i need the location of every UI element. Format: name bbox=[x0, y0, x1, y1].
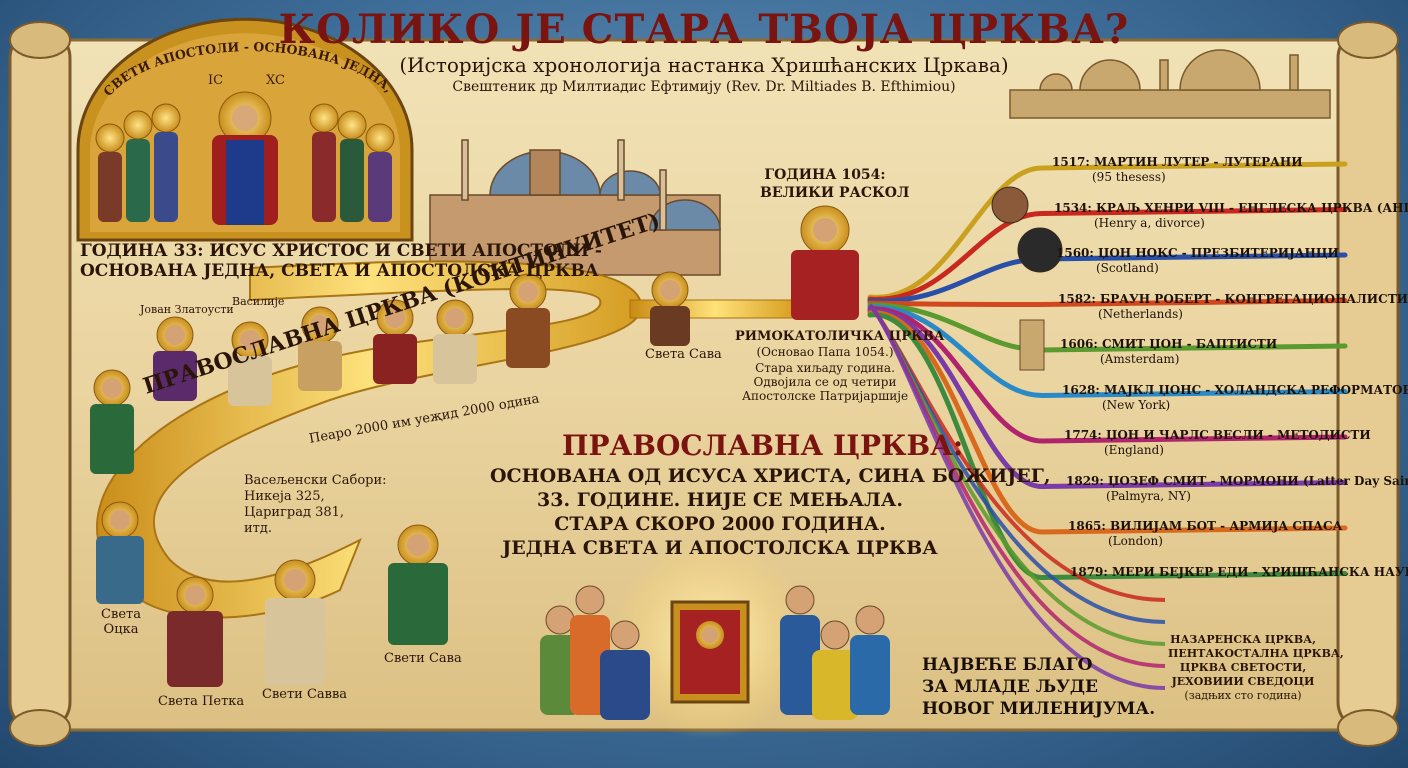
councils-line2: Никеја 325, bbox=[244, 489, 325, 504]
apostles-icon-panel bbox=[76, 17, 414, 242]
councils-line1: Васељенски Сабори: bbox=[244, 473, 387, 488]
orthodox-statement-line1: ОСНОВАНА ОД ИСУСА ХРИСТА, СИНА БОЖИЈЕГ, bbox=[490, 465, 1051, 487]
roman-catholic-line5: Апостолске Патријаршије bbox=[741, 389, 909, 403]
recent-line1: НАЗАРЕНСКА ЦРКВА, bbox=[1170, 633, 1316, 646]
saint-label-sveti-sava: Свети Сава bbox=[384, 651, 462, 666]
branch-line bbox=[867, 308, 1348, 490]
branch-line bbox=[867, 306, 1348, 444]
branch-label-sub: (Henry a, divorce) bbox=[1094, 215, 1205, 230]
saint-label-sveta-sava-top: Света Сава bbox=[645, 347, 722, 362]
year-33-caption-line2: ОСНОВАНА ЈЕДНА, СВЕТА И АПОСТОЛСКА ЦРКВА bbox=[80, 261, 599, 281]
city-skyline bbox=[1009, 49, 1331, 119]
branch-label-sub: (Scotland) bbox=[1096, 261, 1159, 275]
councils-line4: итд. bbox=[244, 521, 272, 536]
year-33-caption-line1: ГОДИНА 33: ИСУС ХРИСТОС И СВЕТИ АПОСТОЛИ… bbox=[80, 241, 602, 261]
icon-letters-ic: IC bbox=[208, 73, 224, 88]
branch-label-main: 1582: БРАУН РОБЕРТ - КОНГРЕГАЦИОНАЛИСТИ bbox=[1058, 291, 1408, 306]
branch-line bbox=[867, 298, 1348, 308]
orthodox-statement-line2: 33. ГОДИНЕ. НИЈЕ СЕ МЕЊАЛА. bbox=[537, 489, 903, 511]
roman-catholic-line4: Одвојила се од четири bbox=[753, 375, 897, 389]
branch-label-main: 1879: МЕРИ БЕЈКЕР ЕДИ - ХРИШЋАНСКА НАУКА bbox=[1070, 564, 1408, 579]
branch-label-main: 1865: ВИЛИЈАМ БОТ - АРМИЈА СПАСА bbox=[1068, 519, 1343, 533]
branch-label-main: 1534: КРАЉ ХЕНРИ VIII - ЕНГЛЕСКА ЦРКВА (… bbox=[1054, 200, 1408, 215]
orthodox-statement-line3: СТАРА СКОРО 2000 ГОДИНА. bbox=[554, 513, 886, 535]
schism-year: ГОДИНА 1054: bbox=[764, 167, 886, 183]
branch-label-main: 1774: ЏОН И ЧАРЛС ВЕСЛИ - МЕТОДИСТИ bbox=[1064, 428, 1371, 442]
orthodox-statement-line4: ЈЕДНА СВЕТА И АПОСТОЛСКА ЦРКВА bbox=[502, 537, 938, 559]
saint-label-sveta-petka: Света Петка bbox=[158, 694, 245, 709]
treasure-line2: ЗА МЛАДЕ ЉУДЕ bbox=[922, 677, 1099, 697]
branch-label-sub: (England) bbox=[1104, 443, 1164, 457]
recent-line3: ЦРКВА СВЕТОСТИ, bbox=[1179, 661, 1307, 674]
branch-label-sub: (95 thesess) bbox=[1092, 170, 1166, 184]
branch-label-sub: (Palmyra, NY) bbox=[1106, 488, 1191, 503]
page-title: КОЛИКО ЈЕ СТАРА ТВОЈА ЦРКВА? bbox=[278, 6, 1130, 53]
branch-line bbox=[867, 207, 1348, 302]
branch-label-sub: (London) bbox=[1108, 534, 1163, 548]
recent-line4: ЈЕХОВИИИ СВЕДОЦИ bbox=[1171, 675, 1315, 688]
orthodox-statement-heading: ПРАВОСЛАВНА ЦРКВА: bbox=[562, 429, 964, 462]
branch-line bbox=[867, 161, 1348, 300]
apostles-arc-caption: ГОДИНА 33: ИСУС ХРИСТОС И СВЕТИ АПОСТОЛИ… bbox=[100, 18, 399, 98]
branch-line-recent bbox=[868, 303, 1166, 690]
treasure-line3: НОВОГ МИЛЕНИЈУМА. bbox=[922, 699, 1156, 719]
saint-label-sveta-ocka: Света Оцка bbox=[101, 607, 141, 637]
councils-line3: Цариград 381, bbox=[244, 505, 345, 520]
branch-label-main: 1606: СМИТ ЏОН - БАПТИСТИ bbox=[1060, 337, 1278, 351]
branch-label-sub: (Netherlands) bbox=[1098, 306, 1183, 321]
recent-line2: ПЕНТАКОСТАЛНА ЦРКВА, bbox=[1168, 647, 1344, 660]
schism-title: ВЕЛИКИ РАСКОЛ bbox=[760, 185, 910, 201]
author-line: Свештеник др Милтиадис Ефтимију (Rev. Dr… bbox=[452, 79, 956, 95]
saint-figures bbox=[90, 205, 859, 687]
reformer-portraits bbox=[991, 186, 1063, 371]
treasure-line1: НАЈВЕЋЕ БЛАГО bbox=[922, 655, 1093, 675]
youth-group-illustration bbox=[540, 540, 890, 740]
saint-label-sveti-savva: Свети Савва bbox=[262, 687, 348, 702]
branch-label-main: 1560: ЏОН НОКС - ПРЕЗБИТЕРИЈАНЦИ bbox=[1056, 246, 1339, 260]
branch-label-sub: (Amsterdam) bbox=[1100, 352, 1180, 366]
roman-catholic-line3: Стара хиљаду година. bbox=[755, 361, 895, 375]
saint-label-jovan: Јован Златоусти bbox=[140, 303, 234, 316]
branch-label-main: 1628: МАЈКЛ ЏОНС - ХОЛАНДСКА РЕФОРМАТОРС… bbox=[1062, 382, 1408, 397]
page-subtitle: (Историјска хронологија настанка Хришћан… bbox=[399, 53, 1009, 77]
branch-line bbox=[867, 304, 1348, 399]
roman-catholic-line2: (Основао Папа 1054.) bbox=[756, 345, 894, 359]
svg-text:ГОДИНА 33: ИСУС ХРИСТОС И СВЕТ: ГОДИНА 33: ИСУС ХРИСТОС И СВЕТИ АПОСТОЛИ… bbox=[100, 18, 399, 98]
branch-label-sub: (New York) bbox=[1102, 397, 1171, 412]
branch-label-main: 1829: ЏОЗЕФ СМИТ - МОРМОНИ (Latter Day S… bbox=[1066, 473, 1408, 488]
branch-label-main: 1517: МАРТИН ЛУТЕР - ЛУТЕРАНИ bbox=[1052, 155, 1303, 169]
branch-line bbox=[867, 310, 1348, 535]
roman-catholic-title: РИМОКАТОЛИЧКА ЦРКВА bbox=[735, 329, 945, 344]
recent-line5: (задњих сто година) bbox=[1184, 689, 1302, 702]
icon-letters-xc: XC bbox=[266, 73, 285, 88]
saint-label-vasilije: Василије bbox=[232, 295, 285, 308]
